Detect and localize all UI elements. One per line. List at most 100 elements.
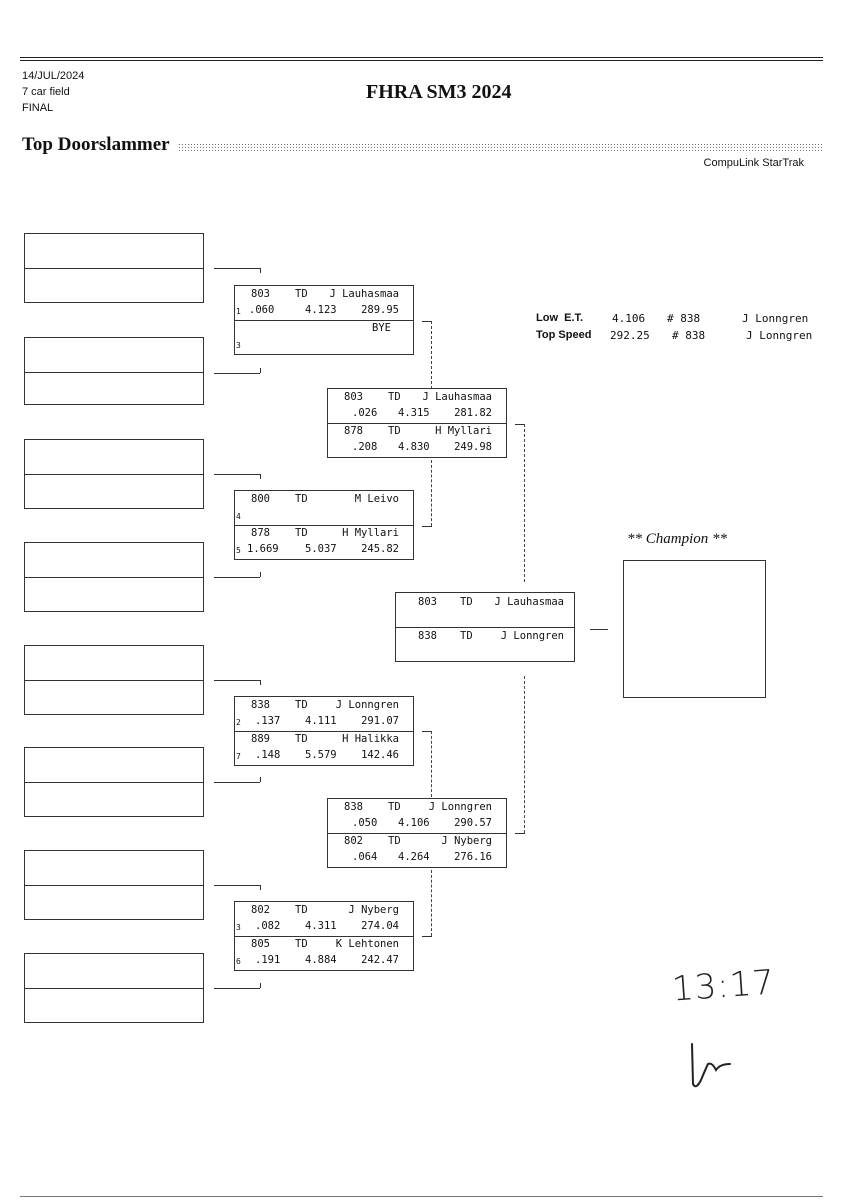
driver-name: H Myllari: [342, 527, 399, 539]
low-et-car: # 838: [667, 312, 701, 325]
reaction-time: .060: [249, 304, 275, 316]
empty-slot-5: [24, 645, 204, 715]
seed-number: 7: [236, 752, 241, 761]
elapsed-time: 4.311: [305, 920, 337, 932]
reaction-time: .208: [352, 441, 378, 453]
car-number: 800: [251, 493, 270, 505]
class-code: TD: [295, 938, 308, 950]
speed: 242.47: [361, 954, 399, 966]
seed-number: 4: [236, 512, 241, 521]
empty-slot-7: [24, 850, 204, 920]
driver-name: K Lehtonen: [335, 938, 399, 950]
driver-name: J Lonngren: [335, 699, 399, 711]
driver-name: J Nyberg: [441, 835, 492, 847]
elapsed-time: 4.106: [398, 817, 430, 829]
seed-number: 1: [236, 307, 241, 316]
speed: 274.04: [361, 920, 399, 932]
class-code: TD: [388, 801, 401, 813]
r1-match-1: 803 TD J Lauhasmaa 1 .060 4.123 289.95 B…: [234, 285, 414, 355]
seed-number: 3: [236, 923, 241, 932]
r1-match-2: 800 TD M Leivo 4 878 TD H Myllari 5 1.66…: [234, 490, 414, 560]
class-code: TD: [295, 527, 308, 539]
reaction-time: .148: [255, 749, 281, 761]
speed: 276.16: [454, 851, 492, 863]
empty-slot-4: [24, 542, 204, 612]
driver-name: J Lauhasmaa: [494, 596, 564, 608]
r1-match-4: 802 TD J Nyberg 3 .082 4.311 274.04 805 …: [234, 901, 414, 971]
speed: 290.57: [454, 817, 492, 829]
elapsed-time: 4.315: [398, 407, 430, 419]
seed-number: 5: [236, 546, 241, 555]
field-size: 7 car field: [22, 86, 70, 98]
vendor-label: CompuLink StarTrak: [703, 157, 804, 169]
speed: 245.82: [361, 543, 399, 555]
driver-name: J Lauhasmaa: [422, 391, 492, 403]
speed: 291.07: [361, 715, 399, 727]
speed: 289.95: [361, 304, 399, 316]
car-number: 838: [418, 630, 437, 642]
car-number: 802: [344, 835, 363, 847]
round-label: FINAL: [22, 102, 54, 114]
car-number: 802: [251, 904, 270, 916]
class-code: TD: [460, 596, 473, 608]
car-number: 803: [344, 391, 363, 403]
elapsed-time: 4.830: [398, 441, 430, 453]
driver-name: H Halikka: [342, 733, 399, 745]
class-code: TD: [388, 391, 401, 403]
low-et-driver: J Lonngren: [742, 312, 809, 325]
champion-box: [623, 560, 766, 698]
driver-name: J Lonngren: [500, 630, 564, 642]
speed: 142.46: [361, 749, 399, 761]
elapsed-time: 4.884: [305, 954, 337, 966]
top-speed-driver: J Lonngren: [746, 329, 813, 342]
elapsed-time: 5.037: [305, 543, 337, 555]
class-title: Top Doorslammer: [22, 134, 170, 155]
champion-label: ** Champion **: [627, 531, 728, 547]
class-code: TD: [295, 733, 308, 745]
empty-slot-2: [24, 337, 204, 405]
class-code: TD: [295, 904, 308, 916]
elapsed-time: 4.123: [305, 304, 337, 316]
top-speed-car: # 838: [672, 329, 706, 342]
elapsed-time: 4.111: [305, 715, 337, 727]
driver-name: M Leivo: [354, 493, 399, 505]
empty-slot-8: [24, 953, 204, 1023]
empty-slot-3: [24, 439, 204, 509]
car-number: 889: [251, 733, 270, 745]
semi-match-2: 838 TD J Lonngren .050 4.106 290.57 802 …: [327, 798, 507, 868]
class-code: TD: [295, 288, 308, 300]
car-number: 878: [344, 425, 363, 437]
car-number: 878: [251, 527, 270, 539]
event-date: 14/JUL/2024: [22, 70, 85, 82]
dotted-rule: [178, 143, 823, 152]
final-match: 803 TD J Lauhasmaa 838 TD J Lonngren: [395, 592, 575, 662]
reaction-time: .050: [352, 817, 378, 829]
class-code: TD: [295, 493, 308, 505]
driver-name: J Lonngren: [428, 801, 492, 813]
empty-slot-1: [24, 233, 204, 303]
speed: 249.98: [454, 441, 492, 453]
low-et-label: Low E.T.: [536, 312, 584, 324]
reaction-time: .064: [352, 851, 378, 863]
top-speed-value: 292.25: [610, 329, 650, 342]
elapsed-time: 5.579: [305, 749, 337, 761]
handwritten-time: 13:17: [670, 962, 777, 1010]
driver-name: H Myllari: [435, 425, 492, 437]
driver-name: J Lauhasmaa: [329, 288, 399, 300]
semi-match-1: 803 TD J Lauhasmaa .026 4.315 281.82 878…: [327, 388, 507, 458]
reaction-time: .191: [255, 954, 281, 966]
class-code: TD: [388, 835, 401, 847]
handwritten-initials: [691, 1043, 731, 1088]
empty-slot-6: [24, 747, 204, 817]
top-speed-label: Top Speed: [536, 329, 592, 341]
elapsed-time: 4.264: [398, 851, 430, 863]
class-code: TD: [295, 699, 308, 711]
reaction-time: .082: [255, 920, 281, 932]
r1-match-3: 838 TD J Lonngren 2 .137 4.111 291.07 88…: [234, 696, 414, 766]
car-number: 805: [251, 938, 270, 950]
class-code: TD: [388, 425, 401, 437]
speed: 281.82: [454, 407, 492, 419]
class-code: TD: [460, 630, 473, 642]
reaction-time: .137: [255, 715, 281, 727]
low-et-value: 4.106: [612, 312, 646, 325]
